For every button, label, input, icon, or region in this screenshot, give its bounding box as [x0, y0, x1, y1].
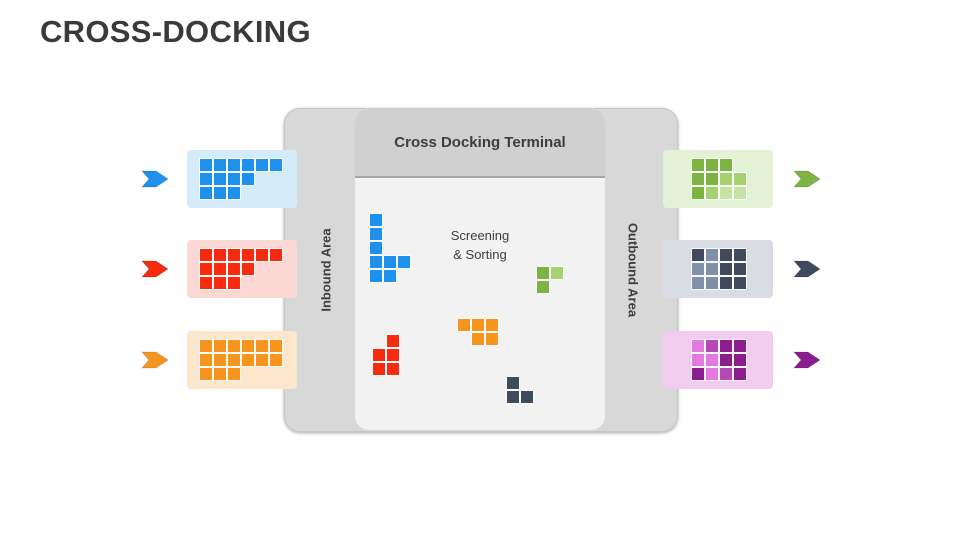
package-block-icon [200, 173, 212, 185]
package-block-icon [228, 263, 240, 275]
package-block-icon [734, 340, 746, 352]
package-block-icon [214, 368, 226, 380]
package-block-icon [720, 187, 732, 199]
package-block-icon [720, 159, 732, 171]
outbound-arrow-icon [793, 170, 821, 188]
package-block-icon [692, 263, 704, 275]
package-block-icon [200, 159, 212, 171]
package-block-icon [692, 354, 704, 366]
package-block-icon [270, 249, 282, 261]
package-block-icon [242, 263, 254, 275]
screening-label-line-2: & Sorting [453, 247, 507, 262]
inbound-card [187, 150, 297, 208]
package-block-icon [228, 187, 240, 199]
screening-sorting-label: Screening & Sorting [430, 226, 530, 264]
package-block-icon [270, 159, 282, 171]
package-block-icon [256, 340, 268, 352]
outbound-card [663, 331, 773, 389]
package-block-icon [256, 354, 268, 366]
package-block-icon [228, 354, 240, 366]
package-block-icon [706, 173, 718, 185]
package-block-icon [270, 340, 282, 352]
outbound-arrow-icon [793, 260, 821, 278]
package-block-icon [692, 173, 704, 185]
package-block-icon [228, 368, 240, 380]
slide-title: CROSS-DOCKING [40, 14, 311, 49]
package-block-icon [200, 249, 212, 261]
package-block-icon [720, 340, 732, 352]
package-block-icon [720, 173, 732, 185]
package-block-icon [734, 249, 746, 261]
package-block-icon [720, 277, 732, 289]
package-block-icon [242, 340, 254, 352]
package-block-icon [200, 340, 212, 352]
package-block-icon [214, 340, 226, 352]
package-block-icon [200, 354, 212, 366]
package-block-icon [270, 354, 282, 366]
package-block-icon [734, 263, 746, 275]
package-block-icon [200, 277, 212, 289]
inbound-card [187, 240, 297, 298]
package-block-icon [214, 249, 226, 261]
package-block-icon [228, 249, 240, 261]
package-block-icon [706, 340, 718, 352]
package-block-icon [214, 354, 226, 366]
package-block-icon [214, 159, 226, 171]
package-block-icon [734, 173, 746, 185]
package-block-icon [228, 277, 240, 289]
outbound-area-label: Outbound Area [625, 222, 641, 318]
package-block-icon [692, 368, 704, 380]
package-block-icon [720, 249, 732, 261]
package-block-icon [228, 159, 240, 171]
screening-area-panel: Cross Docking Terminal [355, 108, 605, 430]
package-block-icon [706, 263, 718, 275]
package-block-icon [214, 187, 226, 199]
package-block-icon [200, 187, 212, 199]
package-block-icon [706, 249, 718, 261]
package-block-icon [706, 159, 718, 171]
package-block-icon [214, 263, 226, 275]
package-block-icon [706, 187, 718, 199]
package-block-icon [200, 263, 212, 275]
package-block-icon [200, 368, 212, 380]
package-block-icon [256, 249, 268, 261]
package-block-icon [228, 173, 240, 185]
package-block-icon [734, 277, 746, 289]
outbound-arrow-icon [793, 351, 821, 369]
screening-label-line-1: Screening [450, 228, 510, 243]
terminal-header: Cross Docking Terminal [355, 108, 605, 178]
outbound-card [663, 150, 773, 208]
inbound-arrow-icon [141, 351, 169, 369]
package-block-icon [242, 249, 254, 261]
package-block-icon [720, 354, 732, 366]
package-block-icon [734, 354, 746, 366]
package-block-icon [720, 368, 732, 380]
package-block-icon [734, 368, 746, 380]
package-block-icon [256, 159, 268, 171]
package-block-icon [706, 368, 718, 380]
package-block-icon [706, 354, 718, 366]
package-block-icon [734, 187, 746, 199]
package-block-icon [242, 159, 254, 171]
package-block-icon [214, 173, 226, 185]
outbound-card [663, 240, 773, 298]
package-block-icon [692, 340, 704, 352]
package-block-icon [692, 187, 704, 199]
inbound-arrow-icon [141, 260, 169, 278]
inbound-card [187, 331, 297, 389]
package-block-icon [692, 249, 704, 261]
package-block-icon [692, 277, 704, 289]
package-block-icon [706, 277, 718, 289]
package-block-icon [242, 173, 254, 185]
inbound-arrow-icon [141, 170, 169, 188]
package-block-icon [214, 277, 226, 289]
package-block-icon [228, 340, 240, 352]
package-block-icon [720, 263, 732, 275]
package-block-icon [692, 159, 704, 171]
package-block-icon [242, 354, 254, 366]
inbound-area-label: Inbound Area [318, 228, 334, 312]
